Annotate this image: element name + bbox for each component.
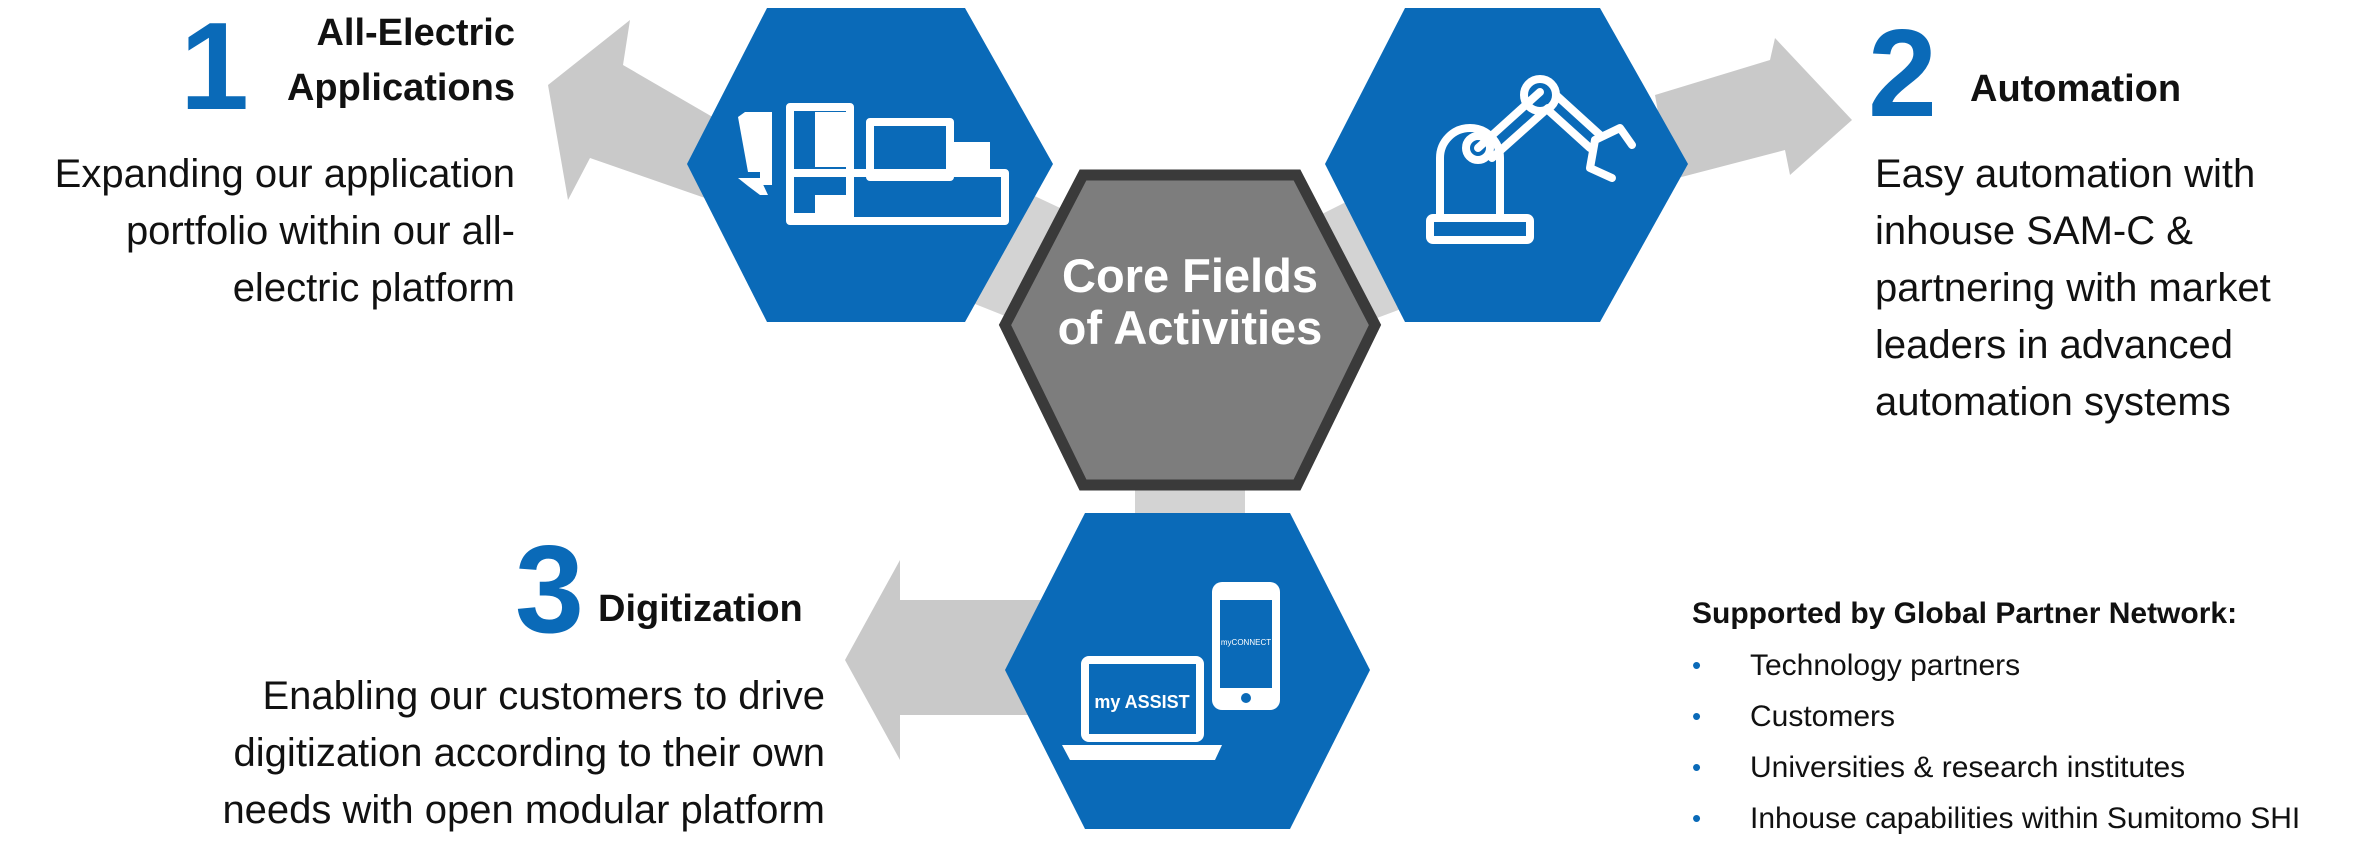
partner-network-title: Supported by Global Partner Network: (1692, 597, 2238, 630)
partner-item-label: Technology partners (1750, 649, 2021, 682)
bullet-icon: • (1692, 701, 1702, 731)
field-1-number-text: 1 (180, 0, 249, 136)
field-2-number-text: 2 (1868, 5, 1937, 143)
arrow-3 (845, 560, 1055, 760)
partner-item-label: Customers (1750, 700, 1896, 733)
field-3-heading: Digitization (598, 588, 803, 630)
field-2-heading: Automation (1970, 68, 2182, 110)
partner-item-label: Inhouse capabilities within Sumitomo SHI (1750, 802, 2301, 835)
partner-list: • Technology partners • Customers • Univers… (1692, 640, 2332, 844)
field-1-heading: All-Electric Applications (286, 12, 515, 110)
hexagon-2 (1325, 8, 1688, 322)
field-1-description: Expanding our application portfolio with… (54, 152, 515, 310)
field-1-number: 1 (180, 5, 249, 129)
field-2-description: Easy automation with inhouse SAM-C & par… (1875, 152, 2271, 424)
partner-network: Supported by Global Partner Network: • Te… (1692, 592, 2332, 844)
partner-item: • Technology partners (1692, 640, 2332, 691)
bullet-icon: • (1692, 752, 1702, 782)
field-2-number: 2 (1868, 12, 1937, 136)
robot-arm-icon (1426, 75, 1636, 244)
partner-item: • Inhouse capabilities within Sumitomo SH… (1692, 793, 2332, 844)
bullet-icon: • (1692, 650, 1702, 680)
field-3-description: Enabling our customers to drive digitiza… (222, 674, 825, 832)
arrow-2 (1655, 38, 1852, 180)
core-label: Core Fields of Activities (1057, 249, 1323, 354)
partner-item-label: Universities & research institutes (1750, 751, 2186, 784)
field-3-number: 3 (515, 528, 584, 652)
laptop-screen-text: my ASSIST (1094, 692, 1189, 712)
laptop-phone-icon: my ASSIST myCONNECT (1062, 582, 1280, 760)
partner-item: • Customers (1692, 691, 2332, 742)
partner-item: • Universities & research institutes (1692, 742, 2332, 793)
bullet-icon: • (1692, 803, 1702, 833)
arrow-1 (548, 20, 735, 200)
field-3-number-text: 3 (515, 521, 584, 659)
injection-molding-machine-icon (738, 103, 1009, 225)
core-hexagon (998, 169, 1382, 491)
phone-screen-text: myCONNECT (1221, 638, 1271, 647)
